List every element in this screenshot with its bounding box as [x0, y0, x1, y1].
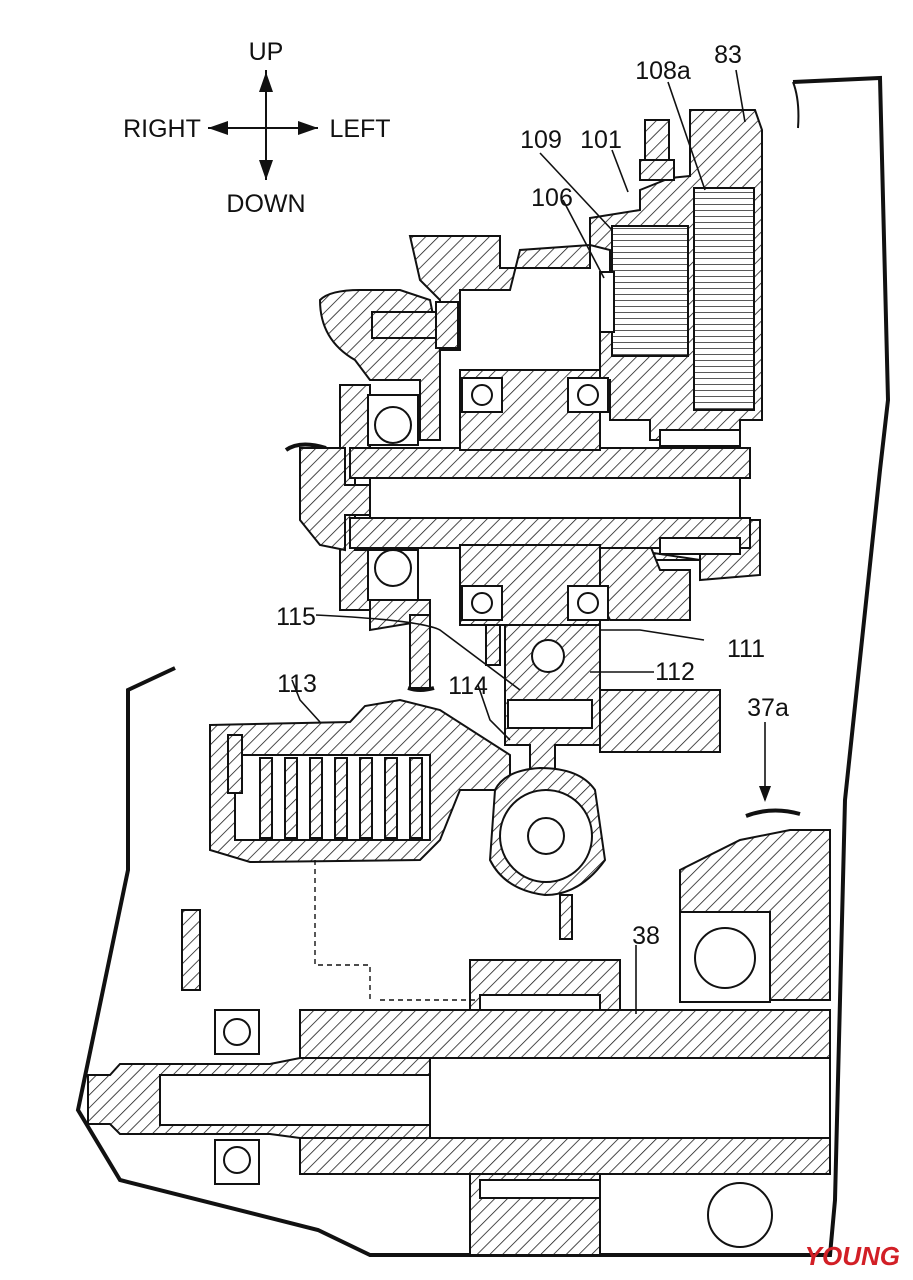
clutch-113: [181, 698, 511, 991]
label-106: 106: [531, 184, 573, 212]
cover-bolt: [639, 119, 675, 181]
main-shaft-38: [87, 1009, 831, 1185]
label-83: 83: [714, 41, 742, 69]
shift-drum: [488, 766, 607, 940]
publisher-watermark: YOUNG: [805, 1241, 900, 1271]
gear-109: [599, 225, 689, 357]
direction-down-label: DOWN: [226, 190, 305, 218]
part-labels: 83 108a 101 109 106 115 111 112 113 114 …: [276, 41, 789, 950]
direction-compass: UP DOWN RIGHT LEFT: [123, 38, 390, 218]
label-109: 109: [520, 126, 562, 154]
housing-bolt: [371, 301, 459, 349]
lower-housing: [469, 829, 831, 1256]
direction-right-label: RIGHT: [123, 115, 201, 143]
direction-left-label: LEFT: [329, 115, 390, 143]
hidden-lines: [314, 860, 480, 1001]
label-108a: 108a: [635, 57, 691, 85]
gear-108a: [693, 187, 755, 411]
label-37a: 37a: [747, 694, 789, 722]
direction-up-label: UP: [249, 38, 284, 66]
upper-bearings: [367, 377, 741, 621]
label-112: 112: [655, 658, 695, 686]
label-113: 113: [277, 670, 317, 698]
label-111: 111: [727, 635, 765, 663]
shift-mechanism: [485, 624, 721, 771]
label-101: 101: [580, 126, 622, 154]
label-114: 114: [448, 672, 488, 700]
leader-lines: [291, 69, 771, 1014]
label-115: 115: [276, 603, 316, 631]
label-38: 38: [632, 922, 660, 950]
